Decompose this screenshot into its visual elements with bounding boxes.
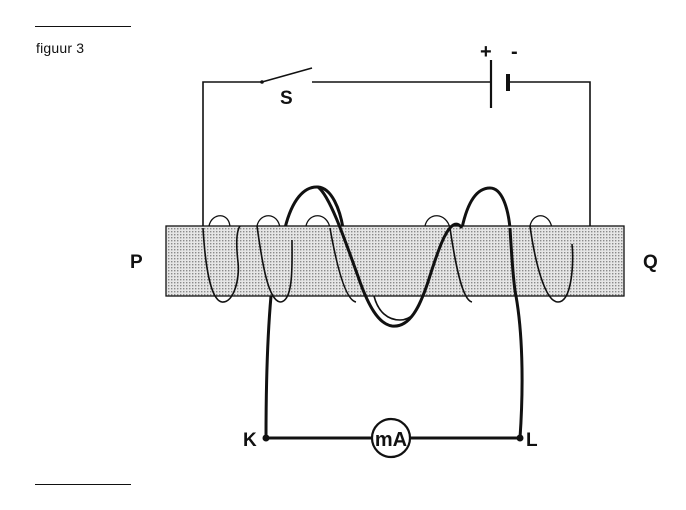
lead-l	[514, 295, 524, 439]
terminal-k-dot	[262, 434, 270, 442]
primary-wire-left	[202, 81, 262, 228]
battery-plus-label: +	[480, 41, 492, 63]
secondary-circuit	[264, 295, 524, 440]
battery	[489, 60, 510, 108]
top-rule	[35, 26, 131, 27]
primary-coil-front	[202, 225, 574, 321]
label-l: L	[526, 430, 538, 451]
battery-minus-label: -	[511, 41, 518, 63]
label-q: Q	[643, 252, 658, 273]
lead-k	[264, 295, 273, 439]
switch-blade	[261, 67, 313, 83]
switch-label: S	[280, 88, 293, 109]
switch-contact	[260, 80, 264, 84]
label-k: K	[243, 430, 257, 451]
milliammeter	[370, 417, 412, 459]
figure-caption: figuur 3	[36, 40, 85, 56]
secondary-coil-back	[283, 185, 512, 229]
label-p: P	[130, 252, 143, 273]
terminal-l-dot	[516, 434, 524, 442]
primary-circuit	[202, 67, 591, 228]
bottom-rule	[35, 484, 131, 485]
secondary-coil-front	[316, 185, 518, 328]
primary-coil-back	[208, 215, 553, 229]
iron-core	[165, 225, 625, 297]
milliammeter-label: mA	[375, 429, 407, 451]
primary-wire-right	[508, 81, 591, 226]
